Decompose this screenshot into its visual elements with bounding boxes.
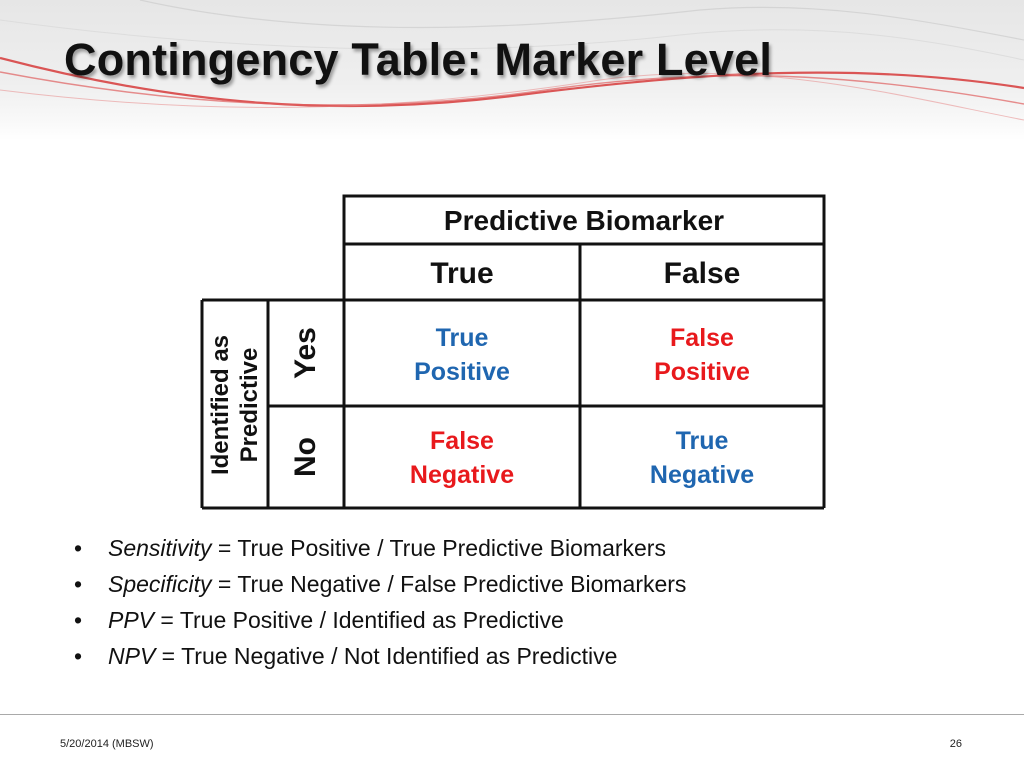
header-band [0, 0, 1024, 140]
row-group-header: Identified as Predictive [202, 301, 268, 509]
row-group-header-line: Identified as [207, 334, 234, 476]
header-wave-graphic [0, 0, 1024, 121]
header-wave-line [0, 19, 1024, 61]
footer-divider [0, 714, 1024, 715]
cell-line: True [435, 324, 489, 352]
row-group-header-line: Predictive [236, 347, 263, 463]
definition-formula: = True Negative / Not Identified as Pred… [155, 643, 618, 669]
bullet-glyph: • [74, 607, 83, 633]
header-wave-line [0, 56, 1024, 108]
slide-title: Contingency Table: Marker Level [64, 34, 773, 85]
definition-term: PPV [108, 607, 155, 633]
cell-line: Positive [654, 358, 750, 386]
cell-line: False [670, 324, 734, 352]
list-item: • PPV = True Positive / Identified as Pre… [74, 602, 686, 638]
column-header-true: True [430, 257, 494, 290]
cell-true-negative: True Negative [580, 408, 824, 508]
definition-term: Sensitivity [108, 535, 212, 561]
definition-formula: = True Positive / True Predictive Biomar… [211, 535, 666, 561]
bullet-glyph: • [74, 571, 83, 597]
bullet-glyph: • [74, 643, 83, 669]
header-wave-line [0, 72, 1024, 121]
cell-false-negative: False Negative [344, 408, 580, 508]
column-header-false: False [663, 257, 741, 290]
header-wave-line [0, 71, 1024, 106]
definition-term: NPV [108, 643, 156, 669]
cell-line: Positive [414, 358, 510, 386]
cell-line: True [675, 427, 729, 455]
cell-line: False [430, 427, 494, 455]
cell-line: Negative [409, 461, 515, 489]
cell-line: Negative [649, 461, 755, 489]
bullet-glyph: • [74, 535, 83, 561]
definition-formula: = True Negative / False Predictive Bioma… [211, 571, 687, 597]
column-group-header: Predictive Biomarker [443, 205, 725, 236]
definition-term: Specificity [108, 571, 212, 597]
header-wave-line [139, 0, 1024, 41]
definition-formula: = True Positive / Identified as Predicti… [154, 607, 564, 633]
cell-false-positive: False Positive [580, 304, 824, 406]
row-header-yes: Yes [289, 327, 322, 379]
list-item: • Specificity = True Negative / False Pre… [74, 566, 686, 602]
cell-true-positive: True Positive [344, 304, 580, 406]
list-item: • Sensitivity = True Positive / True Pred… [74, 530, 686, 566]
row-header-no: No [289, 437, 322, 477]
table-gridlines [200, 194, 826, 510]
list-item: • NPV = True Negative / Not Identified as… [74, 638, 686, 674]
page-number: 26 [949, 738, 962, 750]
definitions-list: • Sensitivity = True Positive / True Pred… [74, 530, 686, 674]
footer-date: 5/20/2014 (MBSW) [60, 738, 154, 750]
